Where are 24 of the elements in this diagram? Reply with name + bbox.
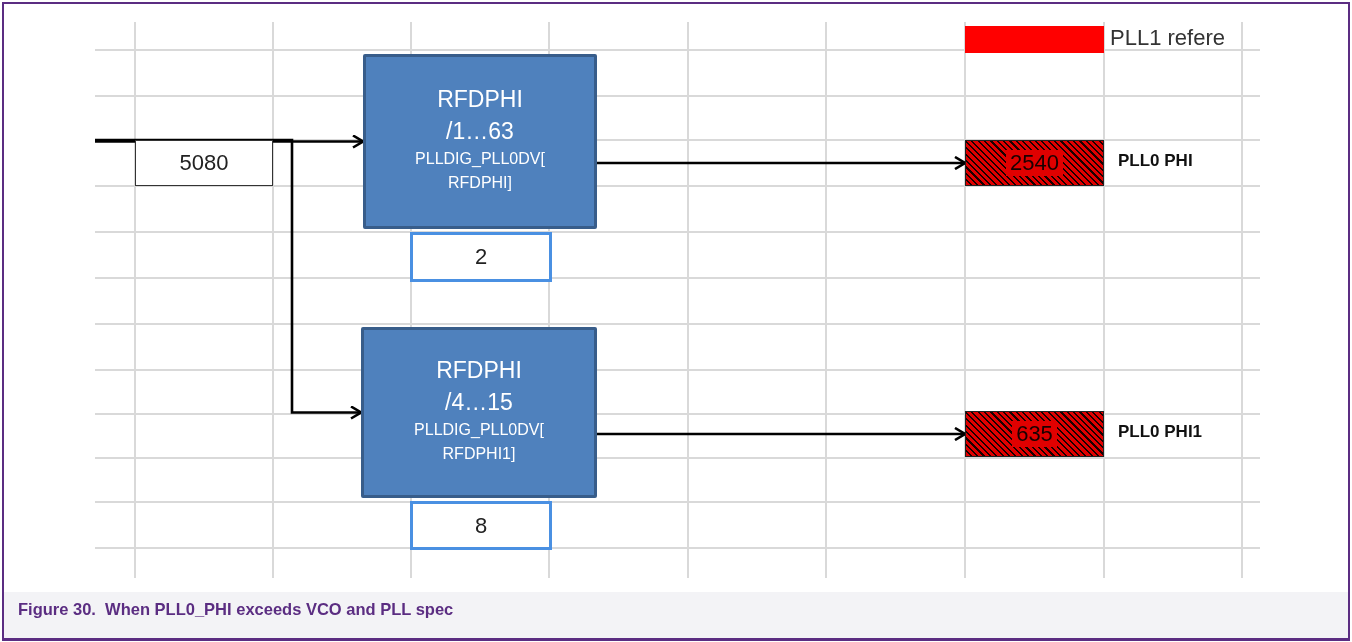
arrow [95,134,365,149]
arrow [597,426,967,442]
figure-caption: Figure 30. When PLL0_PHI exceeds VCO and PLL spec [18,600,454,619]
divider-title: RFDPHI /1…63 [436,85,524,146]
value-text: 2540 [1006,150,1063,176]
output-label: PLL0 PHI1 [1118,422,1203,442]
value-text: 635 [1012,421,1057,447]
divider-block [361,327,597,498]
register-name: PLLDIG_PLL0DV[ RFDPHI] [414,148,546,193]
value-cell [135,140,273,186]
value-text: 2 [474,244,488,270]
divider-title: RFDPHI /4…15 [435,356,523,417]
output-frequency-cell [965,411,1104,457]
register-name: PLLDIG_PLL0DV[ RFDPHI1] [413,419,545,464]
divider-block [363,54,597,229]
arrow [597,155,967,171]
divider-value-cell [410,232,552,282]
legend-text: PLL1 refere [1110,27,1225,49]
output-frequency-cell [965,140,1104,186]
output-label: PLL0 PHI [1118,151,1193,171]
arrow [95,138,363,420]
divider-value-cell [410,501,552,550]
value-text: 5080 [179,150,229,176]
value-text: 8 [474,512,488,539]
